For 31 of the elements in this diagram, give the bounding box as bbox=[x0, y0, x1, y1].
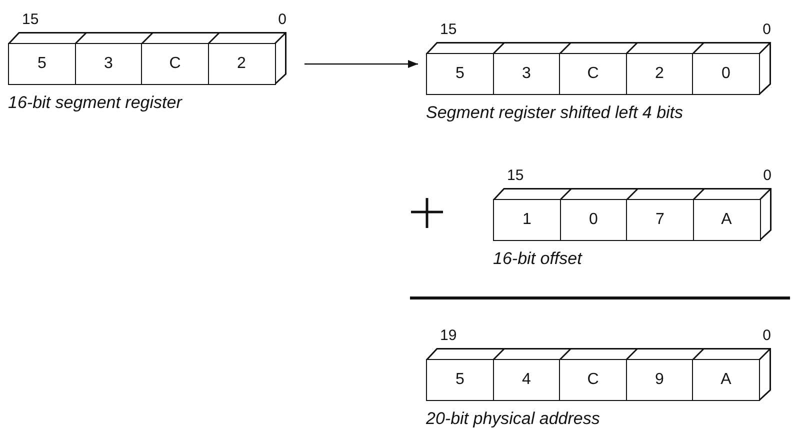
nibble-cell: 5 bbox=[8, 43, 76, 85]
register-caption: 20-bit physical address bbox=[426, 409, 600, 429]
arrow bbox=[304, 60, 418, 68]
bit-number: 19 bbox=[440, 328, 457, 344]
register-caption: 16-bit offset bbox=[493, 249, 582, 269]
bit-number: 15 bbox=[22, 12, 39, 28]
bit-number: 15 bbox=[507, 168, 524, 184]
nibble-cell: 2 bbox=[626, 53, 694, 95]
nibble-cell: 0 bbox=[560, 199, 628, 241]
nibble-cell: 3 bbox=[492, 53, 560, 95]
nibble-cell: A bbox=[692, 359, 760, 401]
nibble-cell: 7 bbox=[626, 199, 694, 241]
nibble-cell: 9 bbox=[626, 359, 694, 401]
nibble-cell: 5 bbox=[426, 53, 494, 95]
nibble-cell: C bbox=[559, 359, 627, 401]
nibble-cell: 1 bbox=[493, 199, 561, 241]
nibble-cell: C bbox=[559, 53, 627, 95]
bit-number: 15 bbox=[440, 22, 457, 38]
bit-number: 0 bbox=[762, 22, 771, 38]
register-caption: 16-bit segment register bbox=[8, 93, 182, 113]
bit-number: 0 bbox=[762, 328, 771, 344]
bit-number: 0 bbox=[278, 12, 286, 28]
nibble-cell: 0 bbox=[692, 53, 760, 95]
nibble-cell: 5 bbox=[426, 359, 494, 401]
bit-number: 0 bbox=[763, 168, 772, 184]
register-caption: Segment register shifted left 4 bits bbox=[426, 103, 684, 123]
nibble-cell: 2 bbox=[208, 43, 276, 85]
nibble-cell: 4 bbox=[492, 359, 560, 401]
nibble-cell: C bbox=[141, 43, 209, 85]
nibble-cell: 3 bbox=[74, 43, 142, 85]
nibble-cell: A bbox=[692, 199, 760, 241]
